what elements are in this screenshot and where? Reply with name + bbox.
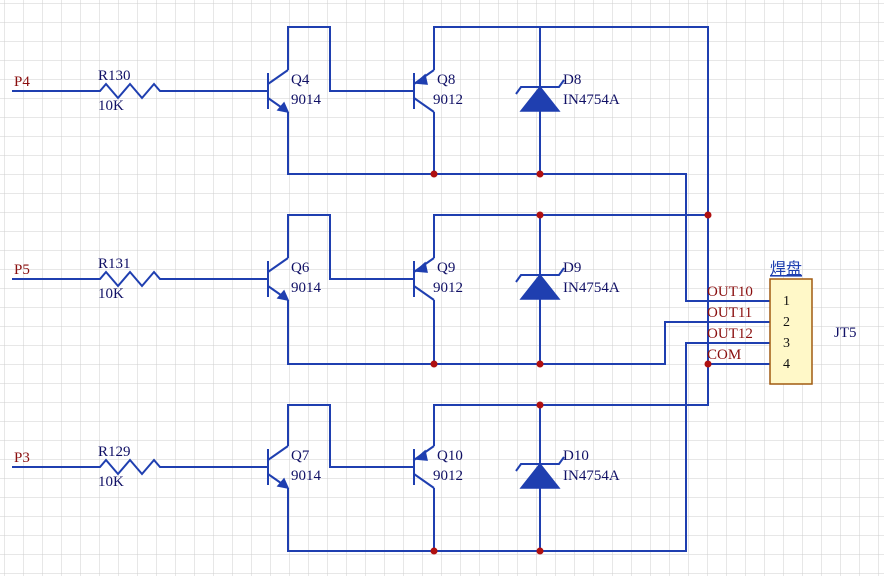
junction-dot [430, 170, 438, 178]
npn-collector-wire [287, 26, 414, 92]
resistor-ref: R130 [98, 68, 131, 84]
diode-part: IN4754A [563, 468, 620, 484]
pin-number-1: 1 [783, 294, 790, 309]
pin-number-2: 2 [783, 315, 790, 330]
diode-ref: D8 [563, 72, 581, 88]
com-label: COM [707, 347, 741, 363]
junction-dot [536, 170, 544, 178]
circuit-row-p5: P5 R131 10K Q6 9014 Q9 9012 D9 IN4754A [12, 211, 712, 368]
emitter-to-out11-wire [287, 300, 708, 365]
com-tap-wire [433, 364, 709, 446]
npn-ref: Q7 [291, 448, 310, 464]
resistor-value: 10K [98, 474, 124, 490]
junction-dot [430, 360, 438, 368]
transistor-pnp-q9 [413, 257, 435, 301]
emitter-to-out12-wire [287, 342, 708, 552]
connector-body [769, 278, 813, 385]
emitter-to-out10-wire [287, 112, 708, 302]
net-label-p3: P3 [14, 450, 30, 466]
resistor-r130 [90, 82, 248, 100]
junction-dot [536, 360, 544, 368]
junction-dot [704, 360, 712, 368]
transistor-npn-q6 [267, 257, 290, 302]
com-tap-wire [433, 214, 708, 258]
pnp-ref: Q10 [437, 448, 463, 464]
net-label-p5: P5 [14, 262, 30, 278]
com-bus-wire [433, 26, 709, 364]
net-label-p4: P4 [14, 74, 30, 90]
out12-label: OUT12 [707, 326, 753, 342]
diode-part: IN4754A [563, 92, 620, 108]
pnp-part: 9012 [433, 92, 463, 108]
npn-part: 9014 [291, 92, 322, 108]
diode-part: IN4754A [563, 280, 620, 296]
connector-ref: JT5 [834, 325, 857, 341]
junction-dot [430, 547, 438, 555]
pnp-part: 9012 [433, 280, 463, 296]
out11-label: OUT11 [707, 305, 752, 321]
pin-number-3: 3 [783, 336, 790, 351]
connector-jt5: 焊盘 JT5 OUT10 OUT11 OUT12 COM 1 2 3 4 [704, 259, 857, 385]
resistor-value: 10K [98, 286, 124, 302]
pin-number-4: 4 [783, 357, 790, 372]
diode-ref: D10 [563, 448, 589, 464]
resistor-r131 [90, 270, 248, 288]
circuit-row-p3: P3 R129 10K Q7 9014 Q10 9012 D10 IN4754A [12, 342, 709, 555]
junction-dot [536, 547, 544, 555]
out10-label: OUT10 [707, 284, 753, 300]
junction-dot [536, 211, 544, 219]
junction-dot [536, 401, 544, 409]
resistor-value: 10K [98, 98, 124, 114]
pnp-ref: Q8 [437, 72, 455, 88]
npn-collector-wire [287, 214, 414, 280]
resistor-ref: R131 [98, 256, 131, 272]
diode-ref: D9 [563, 260, 581, 276]
transistor-npn-q4 [267, 69, 290, 114]
npn-ref: Q6 [291, 260, 310, 276]
npn-collector-wire [287, 404, 414, 468]
circuit-row-p4: P4 R130 10K Q4 9014 Q8 9012 D8 IN4754A [12, 26, 709, 364]
npn-part: 9014 [291, 280, 322, 296]
connector-title: 焊盘 [770, 259, 802, 278]
junction-dot [704, 211, 712, 219]
npn-ref: Q4 [291, 72, 310, 88]
resistor-r129 [90, 458, 248, 476]
resistor-ref: R129 [98, 444, 131, 460]
npn-part: 9014 [291, 468, 322, 484]
pnp-part: 9012 [433, 468, 463, 484]
pnp-ref: Q9 [437, 260, 455, 276]
